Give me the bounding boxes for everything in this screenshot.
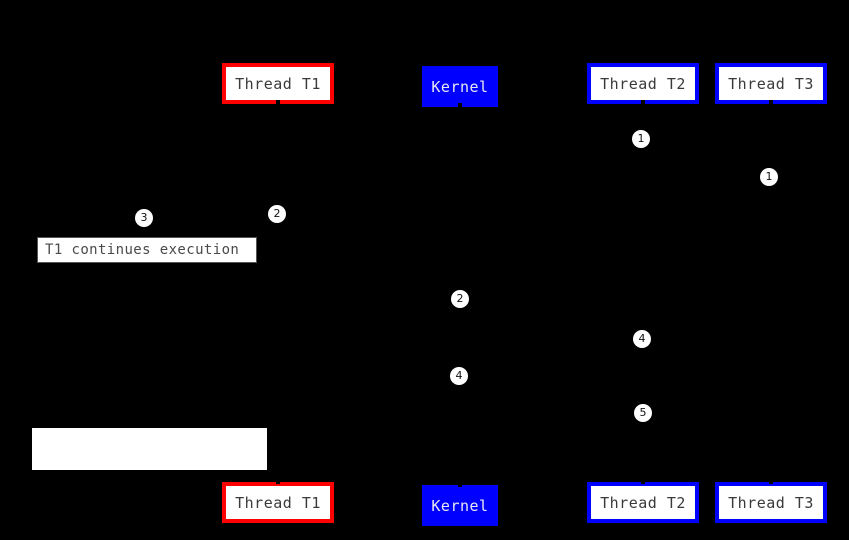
lifeline-t1 <box>278 104 279 482</box>
lifeline-t3 <box>771 104 772 482</box>
sequence-marker-t2-5: 5 <box>634 404 652 422</box>
participant-top-t3[interactable]: Thread T3 <box>715 63 827 104</box>
sequence-marker-kernel-2: 2 <box>451 290 469 308</box>
participant-label: Thread T3 <box>728 493 814 512</box>
note-t1-continues: T1 continues execution <box>37 237 257 263</box>
participant-label: Thread T2 <box>600 74 686 93</box>
participant-label: Thread T3 <box>728 74 814 93</box>
lifeline-stub-t3 <box>769 479 773 484</box>
lifeline-stub-t1 <box>276 479 280 484</box>
participant-label: Kernel <box>431 77 489 96</box>
sequence-marker-t3-1: 1 <box>760 168 778 186</box>
sequence-marker-kernel-4: 4 <box>450 367 468 385</box>
participant-label: Kernel <box>431 496 489 515</box>
lifeline-stub-kernel <box>458 482 462 487</box>
lifeline-stub-t3 <box>769 100 773 105</box>
participant-top-t1[interactable]: Thread T1 <box>222 63 334 104</box>
sequence-marker-t2-4: 4 <box>633 330 651 348</box>
lifeline-stub-t1 <box>276 100 280 105</box>
participant-top-t2[interactable]: Thread T2 <box>587 63 699 104</box>
lifeline-stub-t2 <box>641 479 645 484</box>
participant-bottom-t2[interactable]: Thread T2 <box>587 482 699 523</box>
note-blank <box>32 428 267 470</box>
lifeline-stub-t2 <box>641 100 645 105</box>
lifeline-t2 <box>643 104 644 482</box>
participant-bottom-t1[interactable]: Thread T1 <box>222 482 334 523</box>
participant-label: Thread T1 <box>235 74 321 93</box>
participant-label: Thread T2 <box>600 493 686 512</box>
participant-bottom-t3[interactable]: Thread T3 <box>715 482 827 523</box>
participant-bottom-kernel[interactable]: Kernel <box>422 485 498 526</box>
participant-label: Thread T1 <box>235 493 321 512</box>
sequence-marker-t2-1: 1 <box>632 130 650 148</box>
participant-top-kernel[interactable]: Kernel <box>422 66 498 107</box>
sequence-marker-note-3: 3 <box>135 209 153 227</box>
lifeline-stub-kernel <box>458 103 462 108</box>
sequence-marker-t1-2: 2 <box>268 205 286 223</box>
